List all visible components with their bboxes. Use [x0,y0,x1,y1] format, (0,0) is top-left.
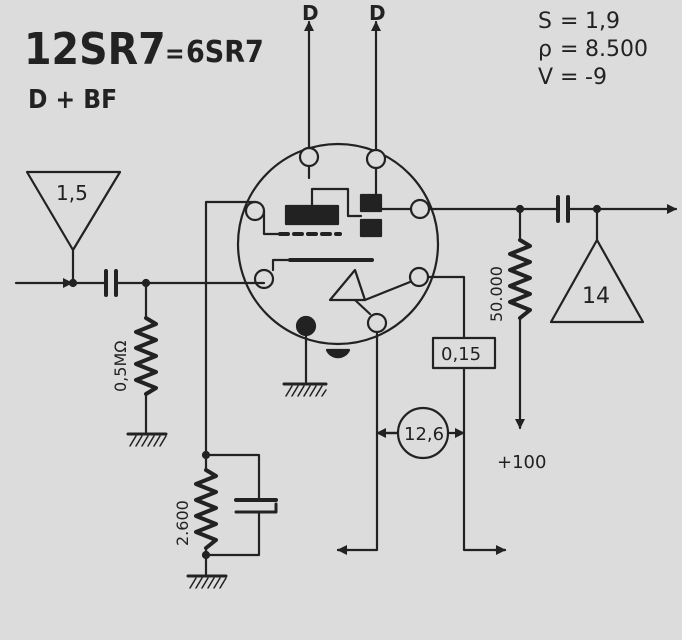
param-value: 8.500 [585,37,648,62]
heater-wire [426,275,507,552]
param-sep: = [560,65,578,90]
param-sep: = [560,37,578,62]
tube-function-label: D + BF [28,85,117,115]
cathode-wire [204,200,257,457]
tube-electrodes [262,164,413,316]
pin [366,312,388,334]
param-name: S [538,9,552,34]
pin [365,148,387,170]
ground-symbol [126,432,168,447]
heater-current-label: 0,15 [441,344,481,365]
cathode-resistor [194,468,218,550]
ground-symbol [282,382,328,397]
tube-key [325,348,351,359]
pin [253,268,275,290]
cathode-resistor-label: 2.600 [173,500,192,546]
tube-model-label: 12SR7 [24,24,166,75]
diode-output-label: D [302,1,319,25]
equals-sign: = [165,39,185,69]
pin [408,266,430,288]
pin [298,146,320,168]
heater-wire [336,330,379,552]
plate-lead [310,187,363,218]
output-stage-gain-symbol [549,238,645,324]
plate-resistor-label: 50.000 [487,266,506,322]
grid-resistor [134,316,158,396]
bypass-capacitor [234,502,278,514]
cathode-lead [271,258,292,272]
tube-parameters: S = 1,9 ρ = 8.500 V = -9 [538,9,648,90]
input-stage-gain-symbol [25,170,122,252]
param-name: V [538,65,553,90]
b-plus-label: +100 [497,452,546,473]
triode-plate [284,204,340,226]
heater-lead [353,298,372,316]
diode-output-label: D [369,1,386,25]
pin [409,198,431,220]
heater-voltage-label: 12,6 [404,424,444,445]
diode-anode [359,193,383,213]
ground-symbol [186,574,228,589]
heater-voltage-badge [396,406,450,460]
plate-resistor [508,238,532,320]
pin [244,200,266,222]
tube-pins [244,146,431,334]
tube-envelope [236,142,440,346]
param-name: ρ [538,37,552,62]
diode-anode [359,218,383,238]
junction [68,278,78,288]
grid-resistor-label: 0,5MΩ [111,341,130,392]
output-gain-label: 14 [582,284,610,309]
junction [201,550,211,560]
heater-filament [328,268,367,302]
param-value: -9 [585,65,607,90]
input-gain-label: 1,5 [56,181,88,205]
param-value: 1,9 [585,9,620,34]
heater-current-box [431,336,497,370]
bypass-capacitor-lead [204,510,261,557]
pin-ground [295,315,317,337]
heater-lead [363,280,412,302]
bypass-capacitor-lead [204,453,261,500]
param-sep: = [560,9,578,34]
grid-lead [262,209,282,236]
tube-equivalent-label: 6SR7 [186,35,264,70]
